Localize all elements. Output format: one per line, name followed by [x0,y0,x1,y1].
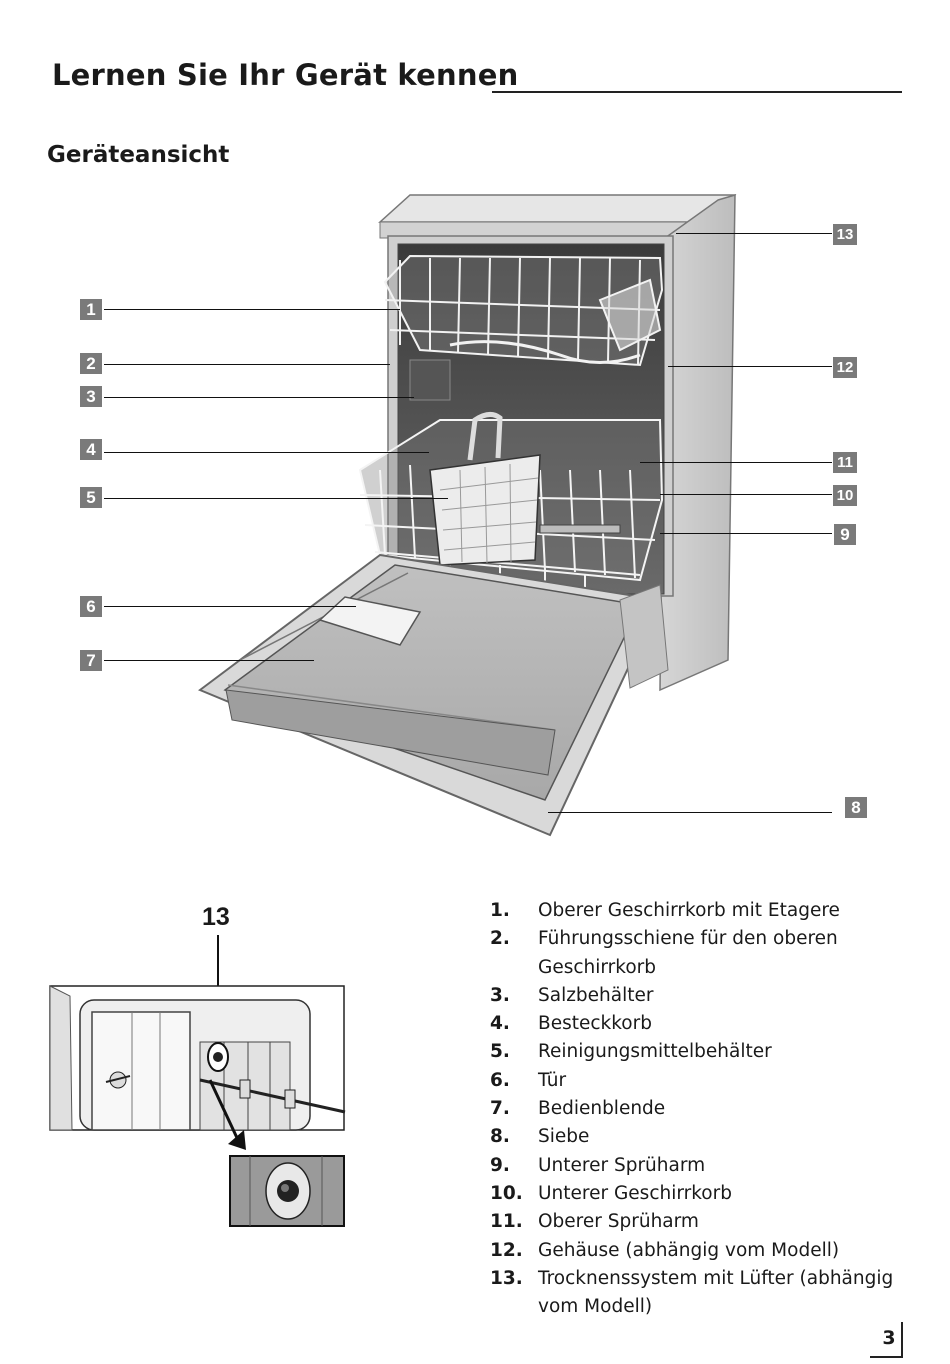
legend-number: 7. [490,1098,510,1120]
legend-text: Gehäuse (abhängig vom Modell) [538,1239,840,1261]
legend-number: 9. [490,1154,510,1176]
legend-item: 6. Tür [490,1067,910,1095]
callout-label-13: 13 [833,224,857,245]
legend-item: 10. Unterer Geschirrkorb [490,1180,910,1208]
callout-label-1: 1 [80,299,102,320]
legend-item: 12. Gehäuse (abhängig vom Modell) [490,1237,910,1265]
callout-label-7: 7 [80,650,102,671]
legend-item: 11. Oberer Sprüharm [490,1208,910,1236]
detail-callout-number: 13 [202,903,230,931]
legend-text: Reinigungsmittelbehälter [538,1041,772,1063]
legend-number: 13. [490,1267,523,1289]
legend-item: 2. Führungsschiene für den oberen Geschir… [490,925,910,982]
legend-text: Bedienblende [538,1098,666,1120]
legend-number: 3. [490,984,510,1006]
section-title: Geräteansicht [47,142,230,168]
page-number-rule [901,1322,903,1358]
callout-line-6 [104,606,356,607]
legend-number: 2. [490,928,510,950]
legend-number: 11. [490,1211,523,1233]
legend-text: Tür [538,1069,567,1091]
drying-system-detail [49,935,346,1227]
page-number-base [870,1356,903,1358]
callout-line-5 [104,498,448,499]
title-rule [492,91,902,93]
callout-label-8: 8 [845,797,867,818]
legend-text: Oberer Sprüharm [538,1211,699,1233]
legend-text: Unterer Geschirrkorb [538,1182,732,1204]
legend-item: 4. Besteckkorb [490,1010,910,1038]
callout-line-8 [548,812,832,813]
legend-number: 6. [490,1069,510,1091]
legend-text: Führungsschiene für den oberen Geschirrk… [538,928,838,978]
legend-number: 10. [490,1182,523,1204]
callout-line-7 [104,660,314,661]
upper-rack [383,254,664,367]
legend-item: 13. Trocknenssystem mit Lüfter (abhängig … [490,1265,910,1322]
legend-text: Trocknenssystem mit Lüfter (abhängig vom… [538,1267,894,1318]
callout-label-5: 5 [80,487,102,508]
legend-item: 7. Bedienblende [490,1095,910,1123]
cutlery-basket [429,412,541,566]
page-title: Lernen Sie Ihr Gerät kennen [52,58,519,92]
detergent-dispenser [318,596,422,646]
legend-number: 4. [490,1013,510,1035]
legend-item: 3. Salzbehälter [490,982,910,1010]
callout-label-3: 3 [80,386,102,407]
legend-text: Salzbehälter [538,984,654,1006]
callout-line-9 [660,533,832,534]
legend-number: 8. [490,1126,510,1148]
callout-label-4: 4 [80,439,102,460]
legend-item: 8. Siebe [490,1123,910,1151]
legend-number: 12. [490,1239,523,1261]
legend-number: 5. [490,1041,510,1063]
callout-line-2 [104,364,390,365]
legend-item: 9. Unterer Sprüharm [490,1152,910,1180]
callout-label-10: 10 [833,485,857,506]
callout-line-10 [660,494,832,495]
callout-line-12 [668,366,832,367]
callout-line-11 [640,462,832,463]
callout-line-13 [676,233,832,234]
callout-label-11: 11 [833,452,857,473]
legend-text: Oberer Geschirrkorb mit Etagere [538,900,840,921]
legend-text: Unterer Sprüharm [538,1154,706,1176]
callout-label-12: 12 [833,357,857,378]
parts-legend: 1. Oberer Geschirrkorb mit Etagere 2. Führ… [490,897,910,1321]
legend-number: 1. [490,900,510,921]
callout-line-1 [104,309,400,310]
worktop [378,194,737,223]
cabinet-side [659,193,736,692]
legend-item: 1. Oberer Geschirrkorb mit Etagere [490,897,910,925]
page-number: 3 [882,1327,896,1349]
callout-line-4 [104,452,429,453]
legend-text: Siebe [538,1126,590,1148]
callout-label-2: 2 [80,353,102,374]
legend-text: Besteckkorb [538,1013,652,1035]
dishwasher-illustration [197,193,737,837]
callout-line-3 [104,397,414,398]
callout-label-9: 9 [834,524,856,545]
callout-label-6: 6 [80,596,102,617]
legend-item: 5. Reinigungsmittelbehälter [490,1038,910,1066]
